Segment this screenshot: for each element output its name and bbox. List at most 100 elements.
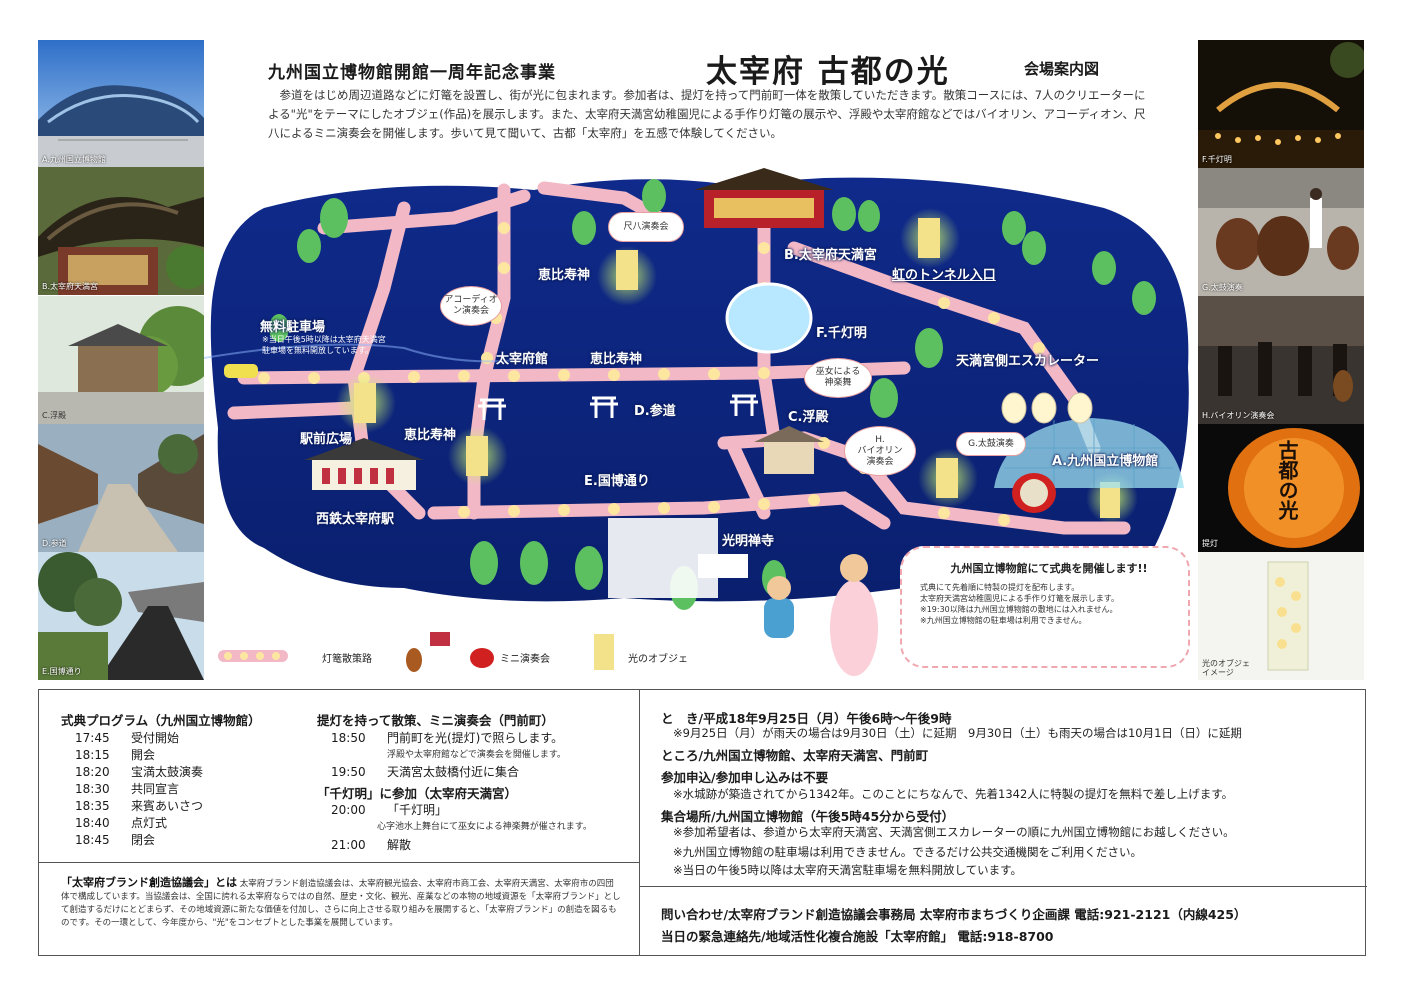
- label-sentomyo: F.千灯明: [816, 326, 867, 341]
- photo-kokuhaku: E.国博通り: [38, 552, 204, 680]
- photo-sando: D.参道: [38, 424, 204, 552]
- label-tunnel: 虹のトンネル入口: [892, 268, 996, 283]
- brand-text: 太宰府ブランド創造協議会は、太宰府観光協会、太宰府市商工会、太宰府天満宮、太宰府…: [61, 879, 621, 928]
- page-title: 太宰府 古都の光: [706, 54, 950, 90]
- header: 九州国立博物館開館一周年記念事業 太宰府 古都の光 会場案内図: [268, 46, 1148, 90]
- title-suffix: 会場案内図: [1024, 60, 1100, 78]
- label-ekimae: 駅前広場: [300, 432, 353, 447]
- photo-violin: H.バイオリン演奏会: [1198, 296, 1364, 424]
- ukidono-photo-image: [38, 296, 204, 424]
- photo-caption: E.国博通り: [42, 667, 82, 676]
- info-meet-note: ※九州国立博物館の駐車場は利用できません。できるだけ公共交通機関をご利用ください…: [673, 845, 1143, 859]
- label-ukidono: C.浮殿: [788, 410, 829, 425]
- label-escalator: 天満宮側エスカレーター: [956, 354, 1100, 369]
- photo-tenmangu: B.太宰府天満宮: [38, 167, 204, 295]
- sando-photo-image: [38, 424, 204, 552]
- legend-route: 灯篭散策路: [322, 654, 372, 665]
- notice-line: ※九州国立博物館の駐車場は利用できません。: [920, 616, 1087, 625]
- sentomyo-title: 「千灯明」に参加（太宰府天満宮）: [317, 786, 518, 801]
- label-ebisu-2: 恵比寿神: [590, 352, 643, 367]
- objet-photo-image: [1198, 552, 1364, 680]
- photo-caption: 光のオブジェ イメージ: [1202, 659, 1250, 677]
- photo-caption: D.参道: [42, 539, 67, 548]
- info-meet: 集合場所/九州国立博物館（午後5時45分から受付）: [661, 809, 955, 824]
- photo-caption: B.太宰府天満宮: [42, 282, 99, 291]
- photo-museum: A.九州国立博物館: [38, 40, 204, 168]
- bubble-taiko: G.太鼓演奏: [956, 432, 1026, 456]
- bubble-accordion: アコーディオン演奏会: [440, 286, 502, 326]
- info-when: と き/平成18年9月25日（月）午後6時～午後9時: [661, 711, 952, 726]
- label-ebisu-3: 恵比寿神: [404, 428, 457, 443]
- sentomyo-row: 20:00「千灯明」: [331, 803, 448, 817]
- legend-objet: 光のオブジェ: [628, 654, 688, 665]
- notice-line: ※19:30以降は九州国立博物館の敷地には入れません。: [920, 605, 1118, 614]
- photo-ukidono: C.浮殿: [38, 296, 204, 424]
- divider: [39, 862, 639, 863]
- label-ebisu-1: 恵比寿神: [538, 268, 591, 283]
- lantern-photo-image: [1198, 424, 1364, 552]
- legend-concert: ミニ演奏会: [500, 654, 550, 665]
- divider: [639, 690, 640, 955]
- label-parking: 無料駐車場: [260, 320, 326, 335]
- bubble-violin: H. バイオリン 演奏会: [844, 426, 916, 476]
- photo-caption: G.太鼓演奏: [1202, 283, 1243, 292]
- photo-lantern: 古都の光 提灯: [1198, 424, 1364, 552]
- label-museum: A.九州国立博物館: [1052, 454, 1159, 469]
- info-when-note: ※9月25日（月）が雨天の場合は9月30日（土）に延期 9月30日（土）も雨天の…: [673, 726, 1242, 740]
- info-apply: 参加申込/参加申し込みは不要: [661, 770, 829, 785]
- photo-objet: 光のオブジェ イメージ: [1198, 552, 1364, 680]
- museum-photo-image: [38, 40, 204, 168]
- taiko-photo-image: [1198, 168, 1364, 296]
- intro-text: 参道をはじめ周辺道路などに灯篭を設置し、街が光に包まれます。参加者は、提灯を持っ…: [268, 88, 1146, 140]
- info-emergency: 当日の緊急連絡先/地域活性化複合施設「太宰府館」 電話:918-8700: [661, 929, 1054, 944]
- ceremony-notice: 九州国立博物館にて式典を開催します!! 式典にて先着順に特製の提灯を配布します。…: [900, 546, 1190, 668]
- walk-title: 提灯を持って散策、ミニ演奏会（門前町）: [317, 713, 554, 728]
- sentomyo-photo-image: [1198, 40, 1364, 168]
- label-dazaifukan: 太宰府館: [496, 352, 549, 367]
- lantern-text: 古都の光: [1275, 440, 1299, 520]
- info-where: ところ/九州国立博物館、太宰府天満宮、門前町: [661, 748, 929, 763]
- photo-caption: F.千灯明: [1202, 155, 1232, 164]
- label-komyozenji: 光明禅寺: [722, 534, 775, 549]
- tenmangu-photo-image: [38, 167, 204, 295]
- sentomyo-note: 心字池水上舞台にて巫女による神楽舞が催されます。: [377, 822, 592, 832]
- event-map: 無料駐車場 ※当日午後5時以降は太宰府天満宮 駐車場を無料開放しています。 駅前…: [204, 168, 1194, 680]
- photo-caption: C.浮殿: [42, 411, 67, 420]
- bubble-shakuhachi: 尺八演奏会: [608, 212, 684, 242]
- violin-photo-image: [1198, 296, 1364, 424]
- notice-line: 太宰府天満宮幼稚園児による手作り灯篭を展示します。: [920, 594, 1119, 603]
- photo-caption: 提灯: [1202, 539, 1218, 548]
- info-apply-note: ※水城跡が築造されてから1342年。このことにちなんで、先着1342人に特製の提…: [673, 787, 1234, 801]
- photo-taiko: G.太鼓演奏: [1198, 168, 1364, 296]
- info-contact: 問い合わせ/太宰府ブランド創造協議会事務局 太宰府市まちづくり企画課 電話:92…: [661, 907, 1247, 922]
- photo-caption: H.バイオリン演奏会: [1202, 411, 1275, 420]
- label-tenmangu: B.太宰府天満宮: [784, 248, 877, 263]
- brand-title: 「太宰府ブランド創造協議会」とは: [61, 876, 237, 889]
- label-station: 西鉄太宰府駅: [316, 512, 395, 527]
- divider: [639, 886, 1367, 887]
- notice-title: 九州国立博物館にて式典を開催します!!: [950, 562, 1148, 575]
- brand-description: 「太宰府ブランド創造協議会」とは 太宰府ブランド創造協議会は、太宰府観光協会、太…: [61, 876, 621, 930]
- bubble-miko: 巫女による 神楽舞: [804, 358, 872, 398]
- info-meet-note: ※参加希望者は、参道から太宰府天満宮、天満宮側エスカレーターの順に九州国立博物館…: [673, 825, 1235, 839]
- kokuhaku-photo-image: [38, 552, 204, 680]
- parking-note: ※当日午後5時以降は太宰府天満宮 駐車場を無料開放しています。: [262, 335, 386, 355]
- label-sando: D.参道: [634, 404, 676, 419]
- photo-sentomyo: F.千灯明: [1198, 40, 1364, 168]
- photo-caption: A.九州国立博物館: [42, 155, 106, 164]
- label-kokuhaku: E.国博通り: [584, 474, 650, 489]
- event-info: と き/平成18年9月25日（月）午後6時～午後9時 ※9月25日（月）が雨天の…: [639, 690, 1367, 955]
- walk-note: 浮殿や太宰府館などで演奏会を開催します。: [387, 750, 566, 760]
- ceremony-title: 式典プログラム（九州国立博物館）: [61, 713, 261, 728]
